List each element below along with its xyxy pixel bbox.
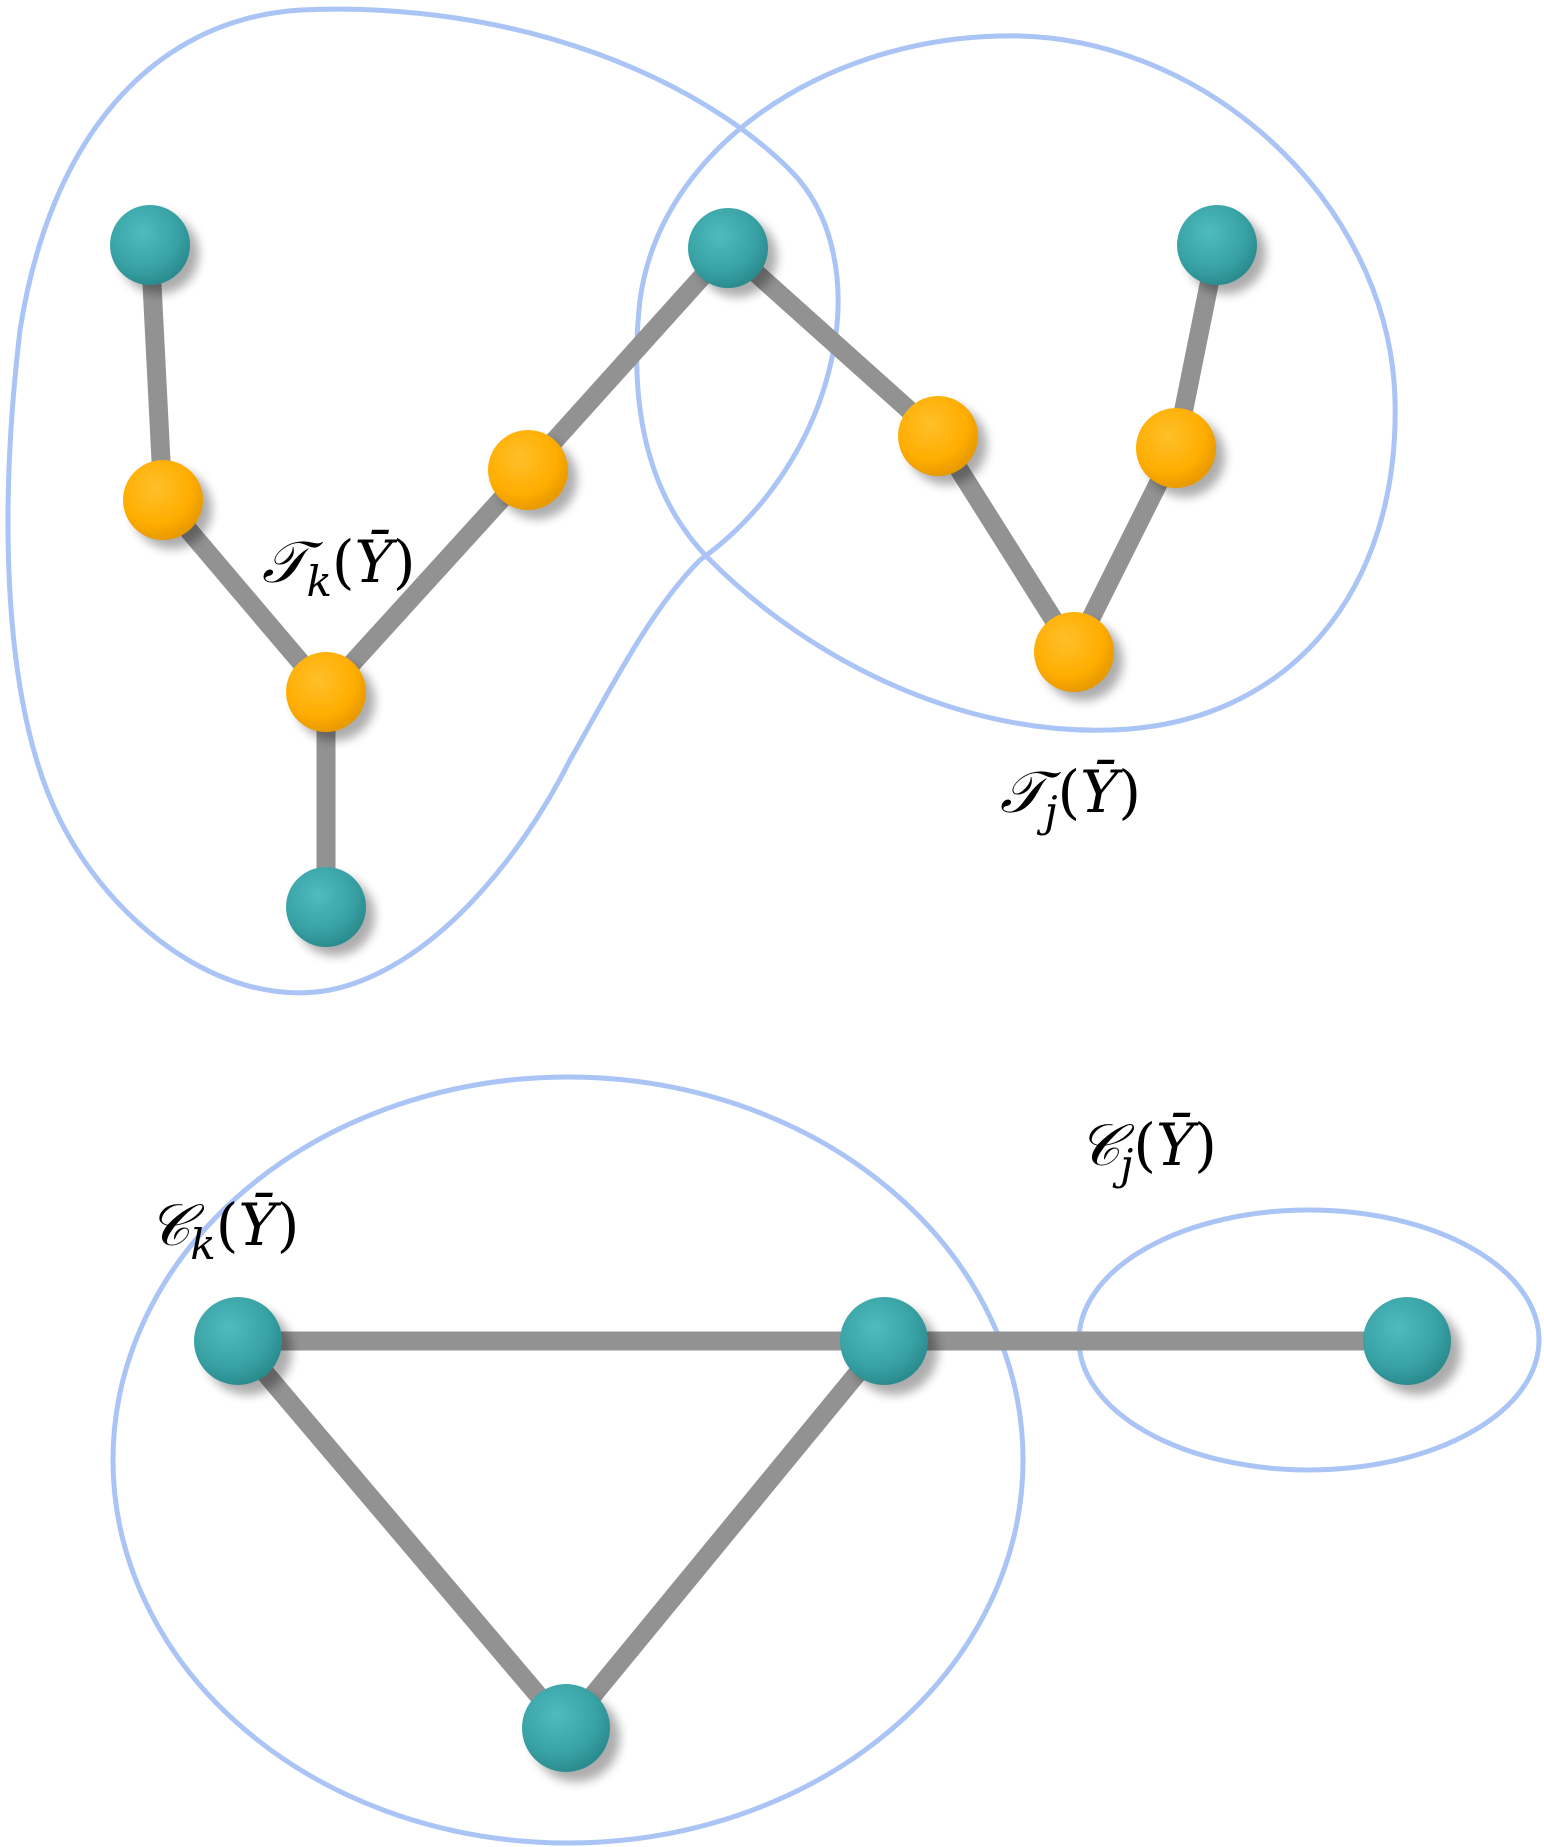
regions (5, 6, 1542, 1846)
node (286, 652, 375, 741)
edge (230, 1334, 574, 1735)
node (522, 1684, 620, 1782)
node (688, 208, 777, 297)
node (1363, 1297, 1461, 1395)
clique-k-region (110, 1074, 1026, 1846)
node (194, 1297, 292, 1395)
edge (520, 241, 736, 477)
edge (318, 463, 536, 699)
node (286, 867, 375, 956)
node (1136, 408, 1225, 497)
label-tree-k: 𝒯k(Ȳ) (262, 528, 415, 606)
node (1034, 612, 1123, 701)
node (123, 460, 212, 549)
tree-j-region (634, 33, 1398, 733)
node (488, 430, 577, 519)
node (1177, 205, 1266, 294)
edge (558, 1334, 892, 1735)
labels: 𝒯k(Ȳ) 𝒯j(Ȳ) 𝒞k(Ȳ) 𝒞j(Ȳ) (148, 528, 1217, 1269)
label-clique-j: 𝒞j(Ȳ) (1078, 1111, 1217, 1189)
nodes (110, 205, 1461, 1782)
label-tree-j: 𝒯j(Ȳ) (1000, 758, 1141, 836)
label-clique-k: 𝒞k(Ȳ) (148, 1191, 299, 1269)
node (898, 396, 987, 485)
tree-k-region (5, 6, 841, 996)
node (110, 205, 199, 294)
node (840, 1297, 938, 1395)
